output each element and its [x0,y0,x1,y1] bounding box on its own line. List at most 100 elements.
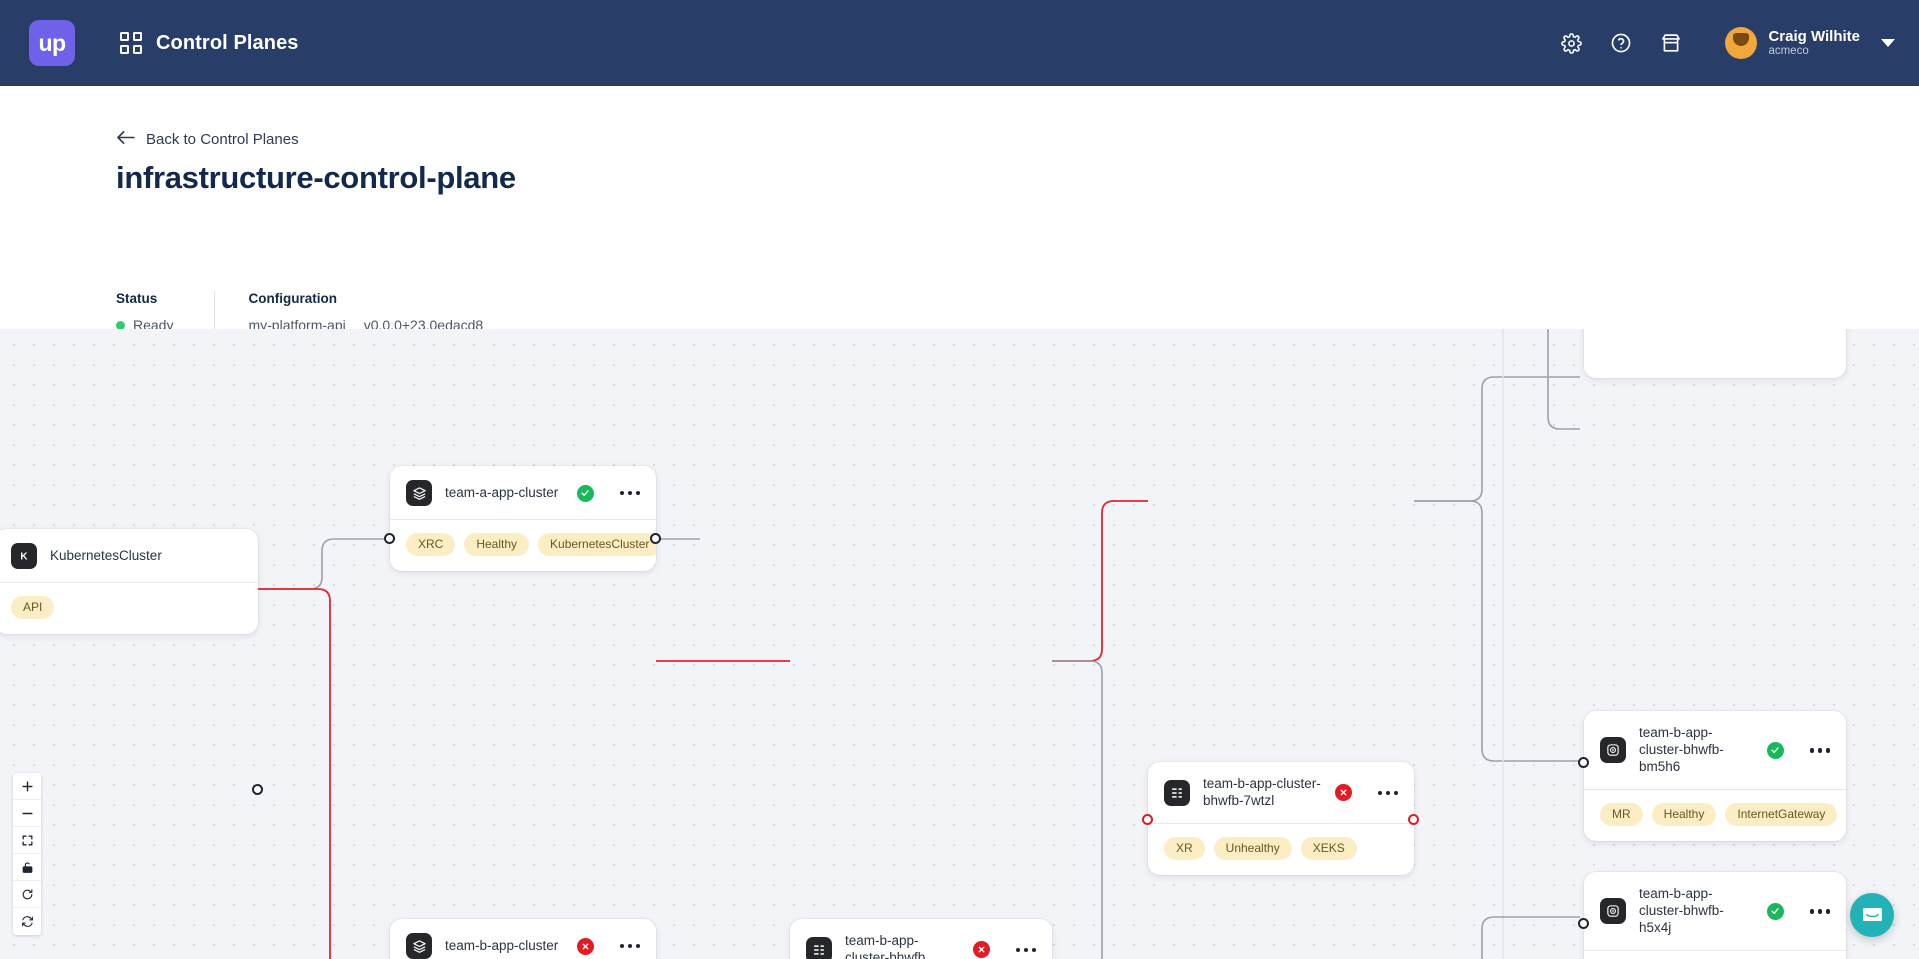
status-error-icon [972,941,990,959]
configuration-block: Configuration my-platform-api v0.0.0+23.… [248,291,483,333]
logo-text: up [38,29,66,56]
chevron-down-icon[interactable] [1881,39,1895,47]
status-dot-icon [116,320,125,330]
node-tags: MR Healthy MainRouteTableAssociation [1584,951,1846,959]
status-label: Status [116,291,158,306]
node-divider [1584,788,1846,790]
node-menu-button[interactable] [1809,748,1830,753]
node-title: KubernetesCluster [50,547,162,563]
node-header: K KubernetesCluster [0,529,258,582]
graph-node-team-b-app-cluster-bhwfb-h5x4j[interactable]: team-b-app-cluster-bhwfb-h5x4j MR Health… [1584,872,1846,959]
node-menu-button[interactable] [1809,909,1830,914]
node-title: team-b-app-cluster-bhwfb-h5x4j [1639,886,1724,935]
node-tags: XR Unhealthy XEKS [1148,824,1414,875]
node-menu-button[interactable] [619,943,640,949]
node-menu-button[interactable] [1015,947,1036,953]
node-divider [0,582,258,583]
user-menu[interactable]: Craig Wilhite acmeco [1725,27,1895,59]
layers-icon [406,480,432,506]
graph-node-team-b-app-cluster[interactable]: team-b-app-cluster XRC Unhealthy Kuberne… [390,919,656,959]
node-header: team-b-app-cluster-bhwfb-7wtzl [1148,762,1414,823]
layers-icon [406,933,432,959]
svg-text:K: K [20,552,28,563]
zoom-out-button[interactable] [13,800,41,827]
node-title: team-b-app-cluster-bhwfb-7wtzl [1203,776,1321,808]
status-error-icon [1334,784,1352,802]
composite-icon [1164,779,1190,806]
avatar [1725,27,1758,59]
marketplace-icon[interactable] [1657,29,1685,57]
composite-icon [806,936,832,959]
node-title: team-b-app-cluster-bhwfb [845,933,926,959]
node-tag: XRC [406,533,456,556]
status-ok-icon [1766,741,1784,759]
resource-graph-canvas[interactable]: K KubernetesCluster API team-a-app-clust… [0,329,1919,959]
fit-view-button[interactable] [13,827,41,854]
status-error-icon [576,937,594,955]
node-divider [1584,949,1846,951]
k8s-api-icon: K [11,543,37,569]
back-to-control-planes-link[interactable]: Back to Control Planes [116,130,299,149]
managed-resource-icon [1600,737,1626,764]
configuration-label: Configuration [248,291,337,306]
user-org: acmeco [1768,45,1809,58]
top-navigation-bar: up Control Planes [0,0,1919,86]
node-tag: API [11,596,55,619]
arrow-left-icon [116,130,135,149]
node-title: team-a-app-cluster [445,484,559,500]
lock-button[interactable] [13,854,41,881]
node-handle-left-team-a-app-cluster[interactable] [384,533,395,544]
topbar-title: Control Planes [156,31,299,54]
node-divider [390,519,656,520]
node-header: team-b-app-cluster-bhwfb-h5x4j [1584,872,1846,950]
node-handle-right-7wtzl[interactable] [1408,814,1419,825]
node-tags: API [0,583,258,634]
managed-resource-icon [1600,898,1626,925]
graph-node-team-b-app-cluster-bhwfb-7wtzl[interactable]: team-b-app-cluster-bhwfb-7wtzl XR Unheal… [1148,762,1414,875]
node-tag: Healthy [464,533,530,556]
node-menu-button[interactable] [619,490,640,496]
node-divider [1148,822,1414,824]
node-tags: XRC Healthy KubernetesCluster [390,520,656,571]
node-handle-right-kubernetescluster[interactable] [252,784,263,795]
node-tag: MR [1600,802,1643,826]
page-title: infrastructure-control-plane [116,160,516,195]
node-tags: MR Healthy InternetGateway [1584,790,1846,841]
graph-controls [13,773,41,935]
node-title: team-b-app-cluster [445,937,559,953]
node-tag: Healthy [1651,802,1717,826]
node-tag: KubernetesCluster [538,533,656,556]
sync-button[interactable] [13,908,41,935]
help-circle-icon[interactable] [1607,29,1635,57]
node-handle-left-7wtzl[interactable] [1142,814,1153,825]
graph-node-team-b-app-cluster-bhwfb[interactable]: team-b-app-cluster-bhwfb XR Unhealthy XK… [790,919,1052,959]
node-handle-left-h5x4j[interactable] [1578,918,1589,929]
graph-edges [258,329,1580,959]
meta-divider [214,291,216,341]
gear-icon[interactable] [1557,29,1585,57]
graph-node-kubernetescluster[interactable]: K KubernetesCluster API [0,529,258,634]
node-handle-left-bm5h6[interactable] [1578,757,1589,768]
node-header: team-a-app-cluster [390,466,656,519]
zoom-in-button[interactable] [13,773,41,800]
node-menu-button[interactable] [1377,790,1398,796]
node-handle-right-team-a-app-cluster[interactable] [650,533,661,544]
node-header: team-b-app-cluster-bhwfb [790,919,1052,959]
node-title: team-b-app-cluster-bhwfb-bm5h6 [1639,725,1724,774]
node-tag: InternetGateway [1725,802,1838,826]
status-ok-icon [576,484,594,502]
apps-grid-icon[interactable] [120,32,142,54]
reset-button[interactable] [13,881,41,908]
user-name: Craig Wilhite [1768,27,1860,45]
graph-node-team-b-app-cluster-bhwfb-bm5h6[interactable]: team-b-app-cluster-bhwfb-bm5h6 MR Health… [1584,711,1846,841]
upbound-logo[interactable]: up [29,20,75,66]
topbar-actions: Craig Wilhite acmeco [1557,27,1895,59]
node-tags [1584,329,1846,378]
status-block: Status Ready [116,291,173,333]
graph-node-team-a-app-cluster[interactable]: team-a-app-cluster XRC Healthy Kubernete… [390,466,656,571]
status-ok-icon [1766,902,1784,920]
graph-node-partial-top[interactable] [1584,329,1846,378]
chat-bubble-button[interactable] [1850,893,1894,937]
back-link-label: Back to Control Planes [146,131,299,148]
